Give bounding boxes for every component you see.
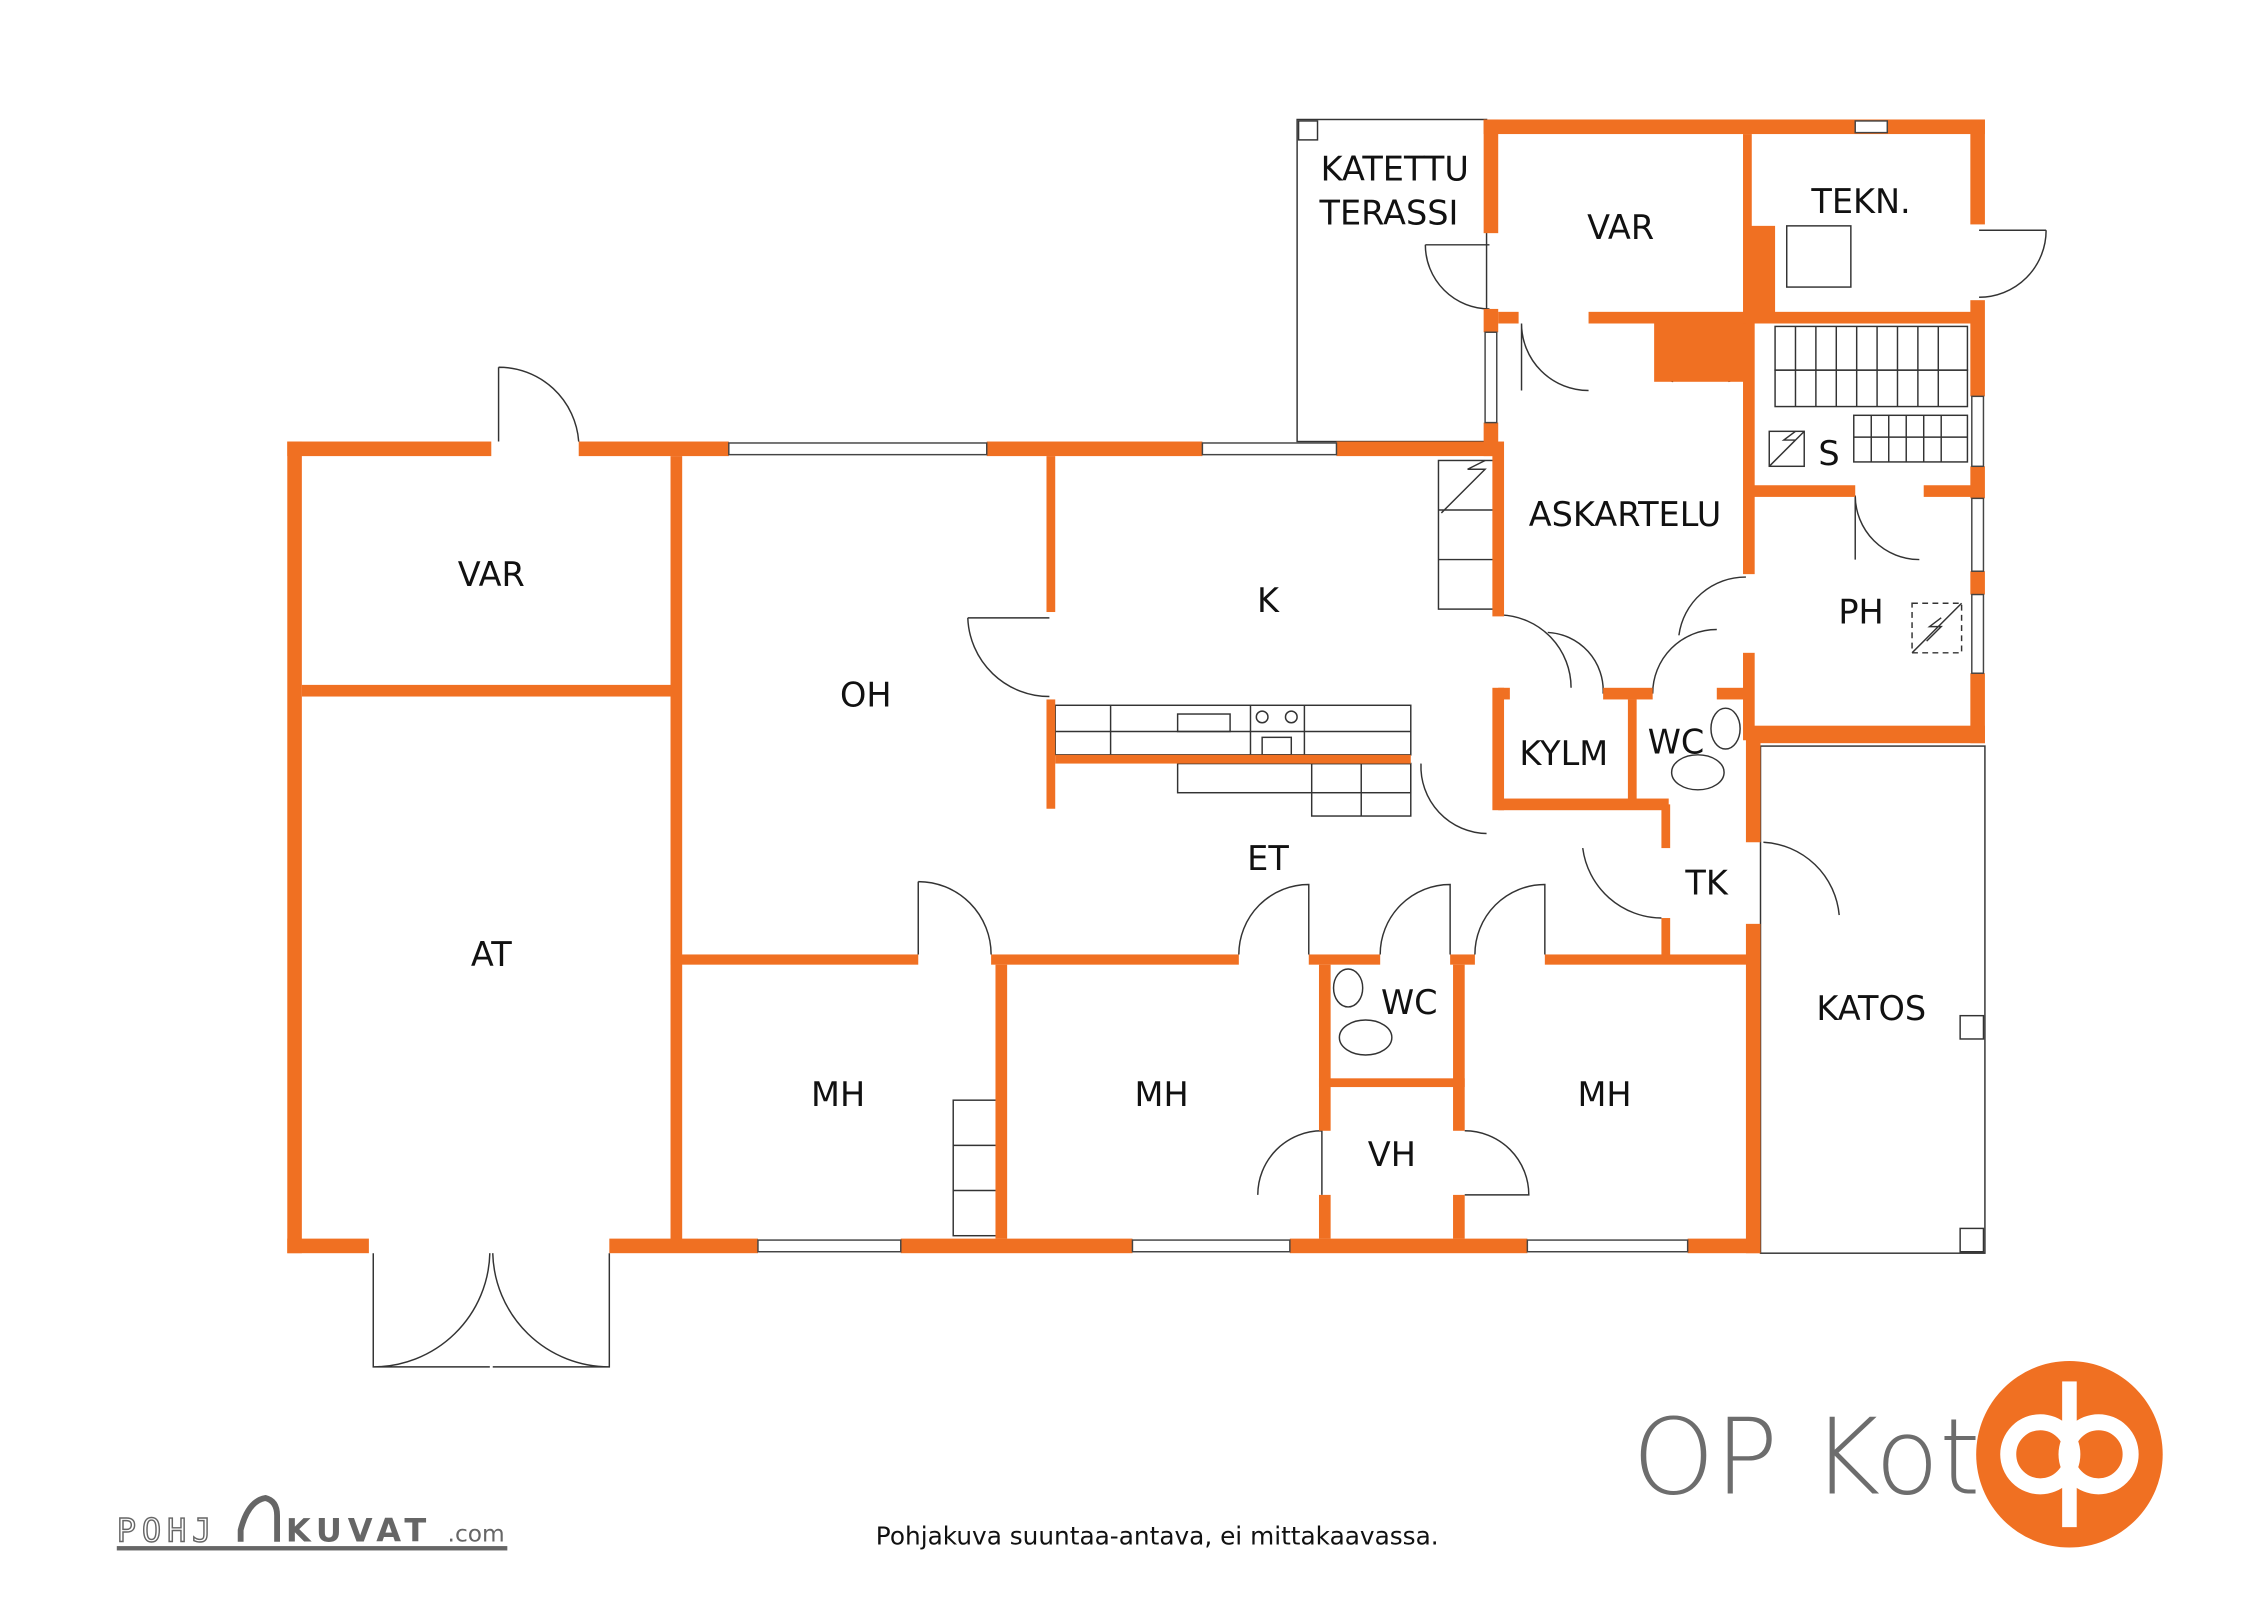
- op-koti-text: OP Koti: [1632, 1397, 2009, 1519]
- disclaimer-note: Pohjakuva suuntaa-antava, ei mittakaavas…: [876, 1522, 1439, 1551]
- label-wc-upper: WC: [1648, 722, 1705, 761]
- walls: [287, 119, 1985, 1254]
- pohjakuvat-text-c: .com: [448, 1521, 505, 1548]
- label-mh-1: MH: [811, 1075, 865, 1114]
- windows: [728, 120, 1985, 1253]
- label-katos: KATOS: [1816, 989, 1926, 1028]
- label-katettu-terassi-1: KATETTU: [1321, 150, 1469, 189]
- label-kylm: KYLM: [1519, 734, 1608, 773]
- label-k: K: [1257, 581, 1280, 620]
- pohjakuvat-text-a: POHJ: [117, 1512, 217, 1550]
- label-var-top: VAR: [1587, 208, 1654, 247]
- label-katettu-terassi-2: TERASSI: [1318, 193, 1458, 232]
- room-labels: KATETTU TERASSI VAR TEKN. S ASKARTELU PH…: [458, 150, 1926, 1174]
- label-var-left: VAR: [458, 555, 525, 594]
- label-askartelu: ASKARTELU: [1529, 495, 1721, 534]
- label-tk: TK: [1684, 864, 1728, 903]
- label-mh-3: MH: [1578, 1075, 1632, 1114]
- label-vh: VH: [1368, 1135, 1416, 1174]
- label-et: ET: [1247, 839, 1289, 878]
- op-koti-logo: OP Koti: [1632, 1361, 2163, 1548]
- label-mh-2: MH: [1135, 1075, 1189, 1114]
- pohjakuvat-text-b: KUVAT: [286, 1512, 432, 1550]
- label-at: AT: [471, 935, 512, 974]
- pohjakuvat-logo: POHJ KUVAT .com: [116, 1495, 508, 1551]
- thin-outlines: [952, 118, 1986, 1254]
- label-tekn: TEKN.: [1810, 182, 1910, 221]
- label-ph: PH: [1838, 593, 1883, 632]
- door-swings: [372, 229, 2047, 1368]
- label-oh: OH: [840, 676, 892, 715]
- label-wc-lower: WC: [1381, 983, 1438, 1022]
- label-s: S: [1818, 434, 1839, 473]
